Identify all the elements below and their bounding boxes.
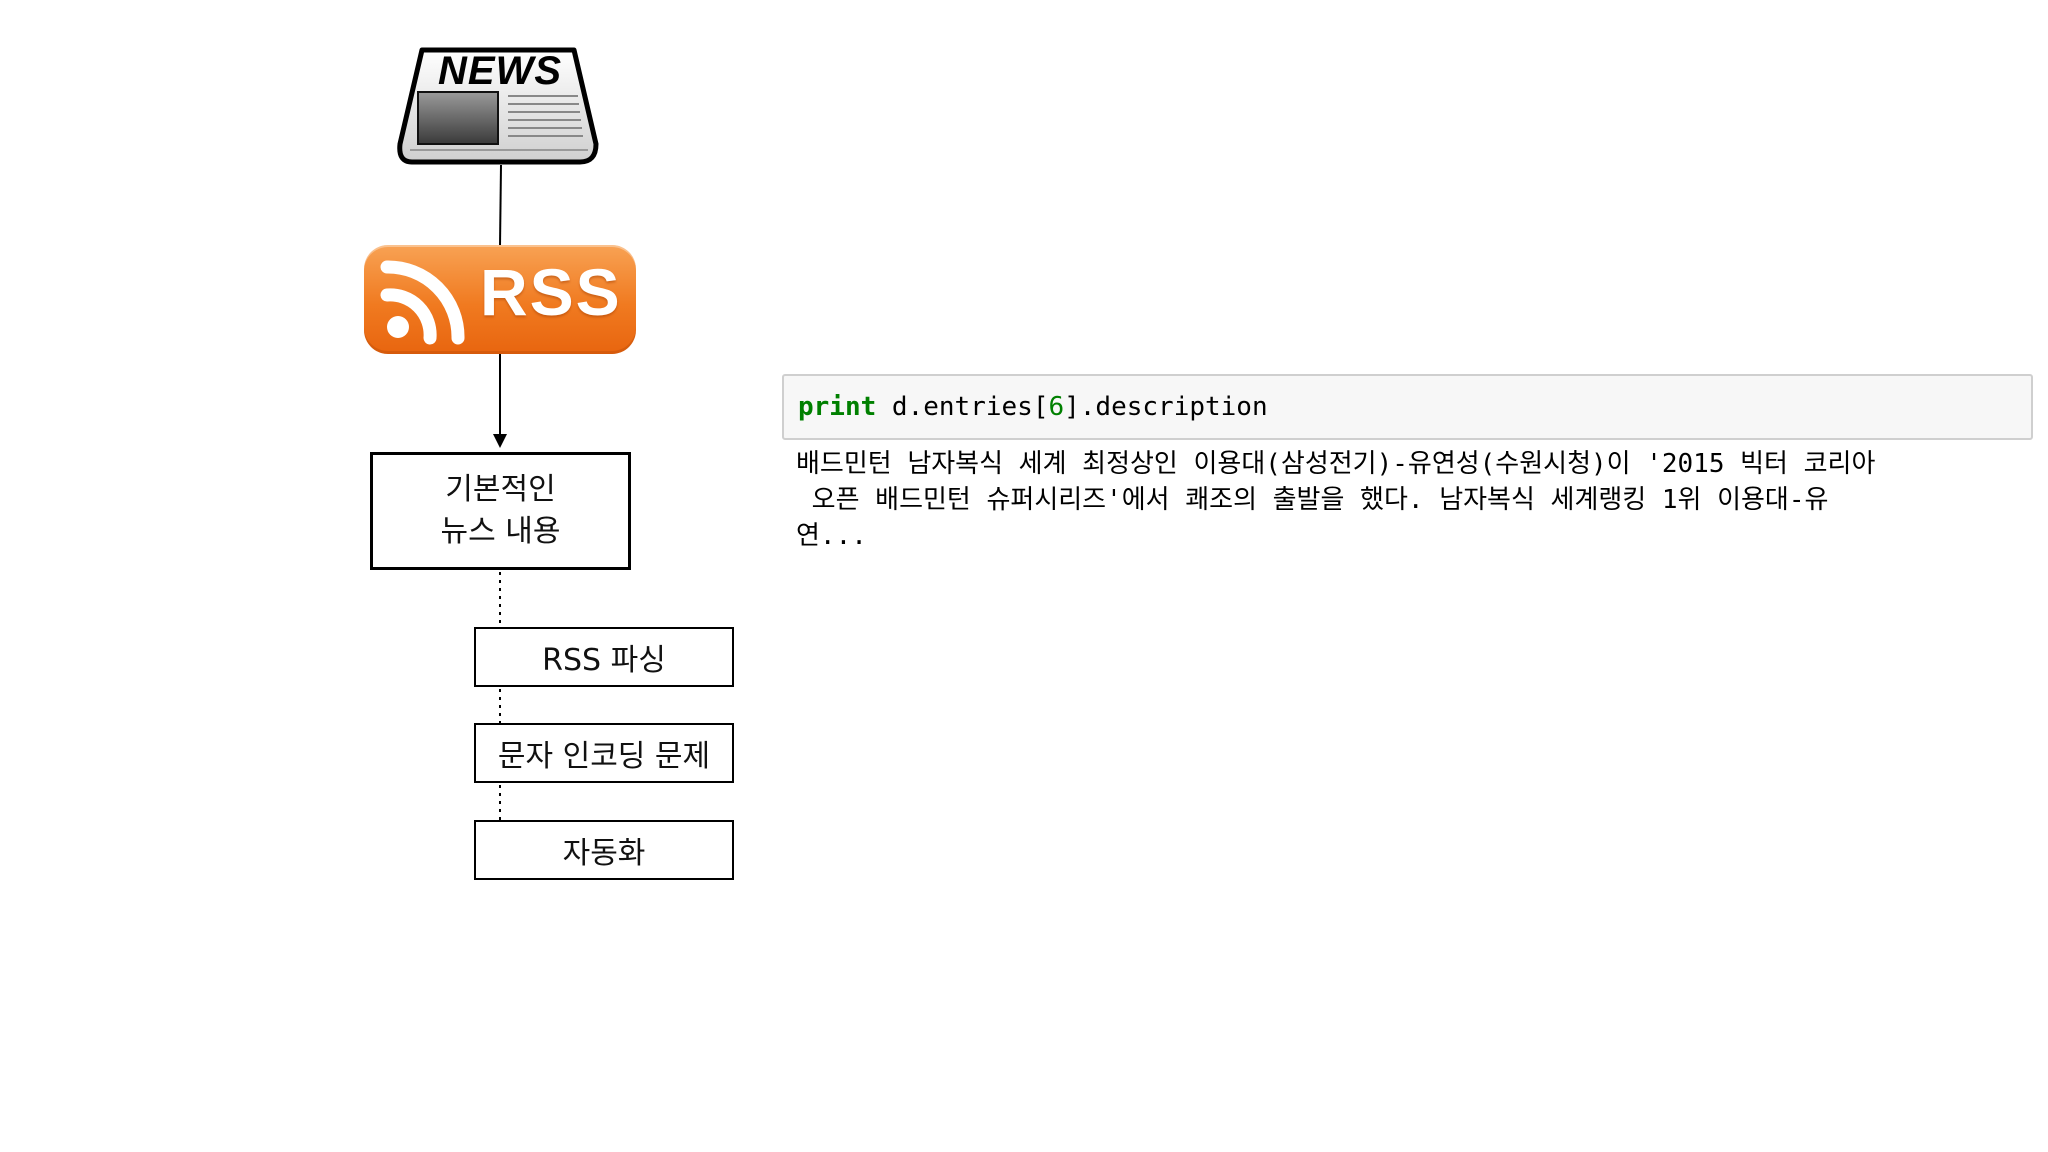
char-encoding-label: 문자 인코딩 문제: [497, 739, 711, 774]
output-line-3: 연...: [796, 521, 867, 551]
code-input-cell[interactable]: print d.entries[6].description: [782, 374, 2033, 440]
rss-parsing-box: RSS 파싱: [474, 627, 734, 687]
automation-label: 자동화: [562, 836, 646, 871]
char-encoding-box: 문자 인코딩 문제: [474, 723, 734, 783]
rss-parsing-label: RSS 파싱: [542, 643, 666, 678]
output-line-2: 오픈 배드민턴 슈퍼시리즈'에서 쾌조의 출발을 했다. 남자복식 세계랭킹 1…: [796, 485, 1829, 515]
rss-label: RSS: [480, 255, 622, 329]
code-index: 6: [1048, 392, 1065, 422]
basic-news-content-box: 기본적인 뉴스 내용: [370, 452, 631, 570]
code-output: 배드민턴 남자복식 세계 최정상인 이용대(삼성전기)-유연성(수원시청)이 '…: [796, 446, 2016, 554]
basic-news-line2: 뉴스 내용: [440, 514, 561, 549]
code-keyword: print: [798, 392, 877, 422]
code-expr-before: d.entries[: [876, 392, 1049, 422]
newspaper-icon: NEWS: [396, 44, 606, 168]
news-icon-label: NEWS: [438, 49, 562, 93]
code-expr-after: ].description: [1064, 392, 1268, 422]
rss-badge: RSS: [364, 245, 636, 354]
news-to-rss-line: [499, 164, 502, 247]
basic-news-line1: 기본적인: [445, 472, 556, 507]
rss-feed-icon: [380, 260, 465, 345]
automation-box: 자동화: [474, 820, 734, 880]
output-line-1: 배드민턴 남자복식 세계 최정상인 이용대(삼성전기)-유연성(수원시청)이 '…: [796, 449, 1876, 479]
